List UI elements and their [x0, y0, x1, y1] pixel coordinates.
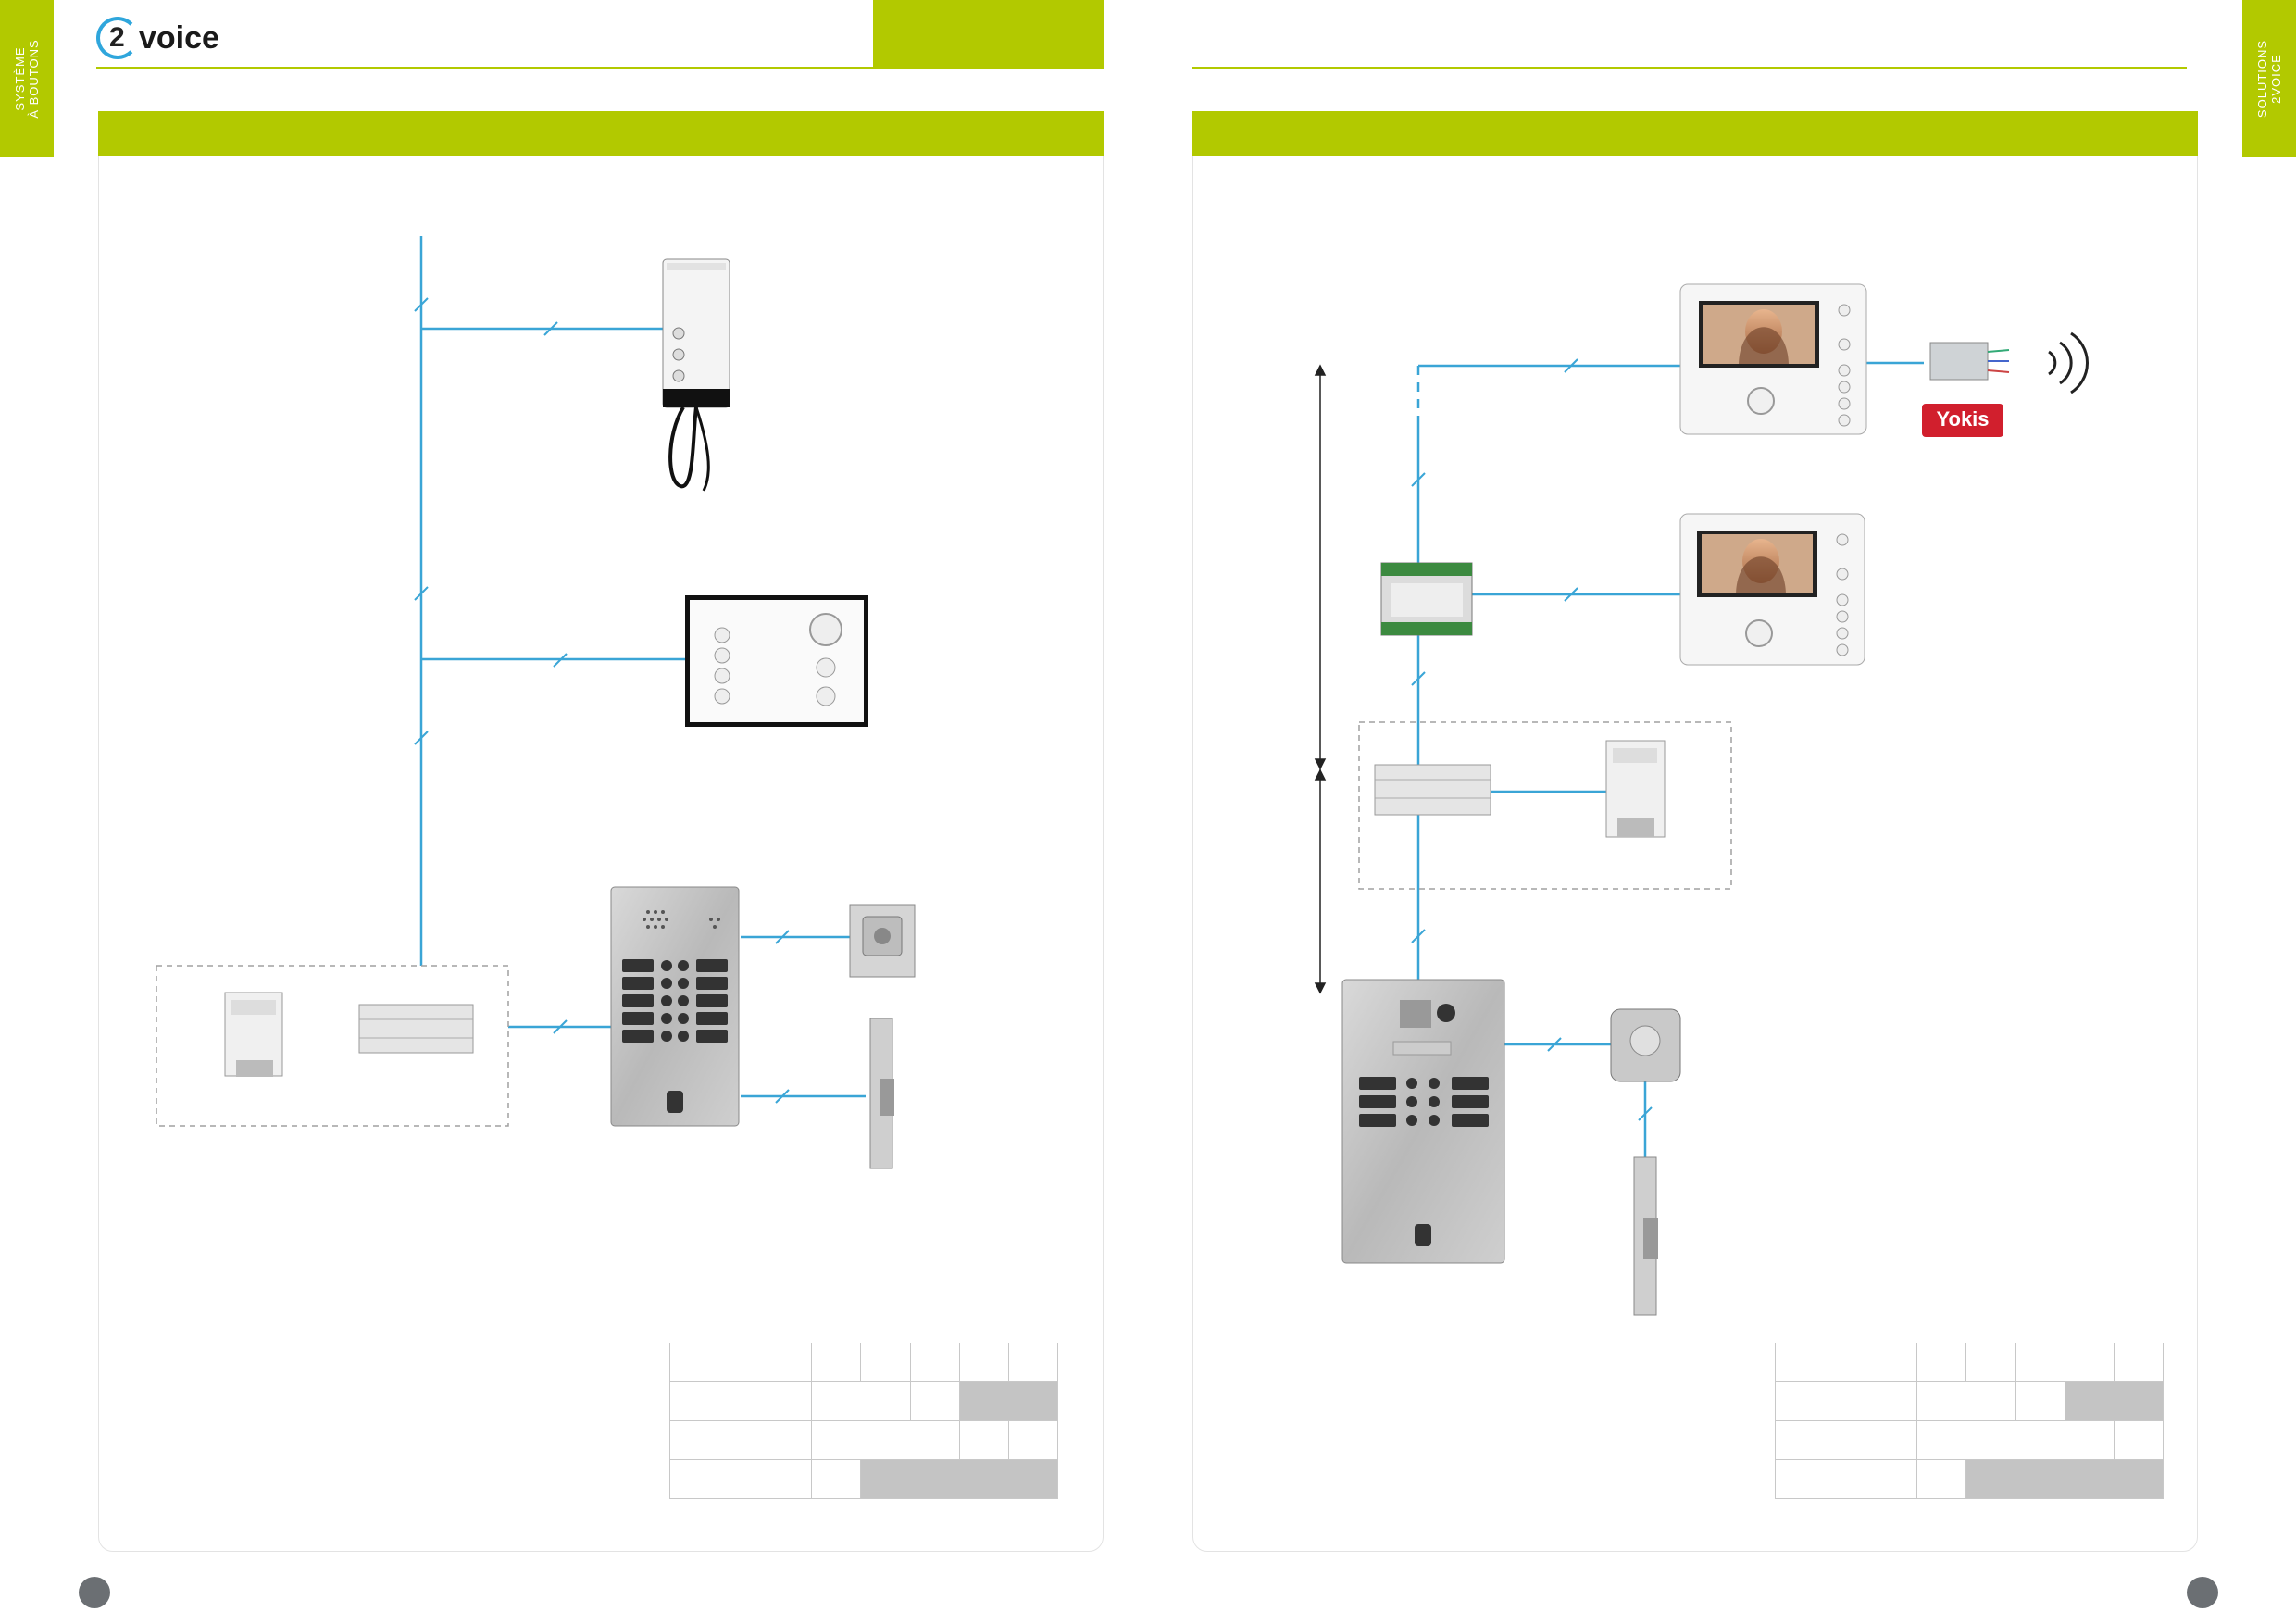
spec-cell [909, 1381, 960, 1421]
header-rule-left [96, 67, 1104, 69]
spec-cell [1965, 1343, 2016, 1382]
spec-cell [811, 1420, 960, 1460]
video-monitor-2 [1679, 513, 1866, 666]
spec-cell [811, 1343, 862, 1382]
spec-cell [1774, 1343, 1918, 1382]
spec-cell [1916, 1381, 2016, 1421]
page-dot-left [79, 1577, 110, 1608]
right-exit-button [1610, 1008, 1681, 1082]
header-green-block [873, 0, 1104, 69]
spec-cell [811, 1459, 862, 1499]
section-band-right [1192, 111, 2198, 156]
spec-cell [1916, 1343, 1967, 1382]
page-dot-right [2187, 1577, 2218, 1608]
side-tab-left: SYSTÈME À BOUTONS [0, 0, 54, 157]
spec-cell [2015, 1381, 2065, 1421]
right-outdoor-video-panel [1341, 979, 1505, 1264]
yokis-module [1922, 342, 2010, 437]
left-electric-strike [869, 1018, 894, 1169]
right-wire-ticks [1411, 358, 1653, 1121]
spec-cell [958, 1343, 1009, 1382]
header-rule-right [1192, 67, 2187, 69]
spec-cell [2064, 1420, 2115, 1460]
left-din-modules [224, 992, 474, 1077]
floor-distributor [1380, 562, 1473, 636]
left-outdoor-panel [610, 886, 740, 1127]
spec-cell [668, 1343, 813, 1382]
video-monitor-1 [1679, 283, 1867, 435]
right-din-modules [1374, 740, 1666, 838]
spec-cell [1774, 1459, 1918, 1499]
spec-cell [958, 1420, 1009, 1460]
spec-table-right [1774, 1343, 2165, 1499]
spec-cell [668, 1381, 813, 1421]
spec-cell-filled [2064, 1381, 2165, 1421]
left-wire-ticks [414, 297, 790, 1104]
spec-cell [811, 1381, 911, 1421]
spec-table-left [668, 1343, 1059, 1499]
spec-cell [2064, 1343, 2115, 1382]
content-card-left [98, 111, 1104, 1552]
spec-cell [1916, 1420, 2065, 1460]
right-wires [1416, 361, 1924, 1157]
yokis-logo-text: Yokis [1936, 407, 1990, 431]
wireless-signal-icon [2048, 331, 2089, 394]
spec-cell [1774, 1381, 1918, 1421]
spec-cell-filled [1965, 1459, 2164, 1499]
left-power-group-box [156, 965, 509, 1127]
logo-ring [96, 17, 139, 59]
spec-cell [668, 1459, 813, 1499]
spec-cell [2015, 1343, 2065, 1382]
spec-cell-filled [958, 1381, 1059, 1421]
spec-cell [860, 1343, 911, 1382]
spec-cell-filled [860, 1459, 1058, 1499]
logo-word: voice [139, 20, 219, 56]
spec-cell [1007, 1343, 1059, 1382]
right-power-group-box [1358, 721, 1732, 890]
distance-arrows [1314, 364, 1327, 994]
handset-intercom [662, 258, 730, 492]
spec-cell [1774, 1420, 1918, 1460]
side-tab-right: SOLUTIONS 2VOICE [2242, 0, 2296, 157]
spec-cell [1916, 1459, 1967, 1499]
handsfree-audio-unit [685, 595, 868, 727]
spec-cell [668, 1420, 813, 1460]
brand-logo: 2 voice [96, 15, 244, 67]
section-band-left [98, 111, 1104, 156]
left-exit-button [849, 904, 916, 978]
spec-cell [909, 1343, 960, 1382]
spec-cell [2113, 1420, 2165, 1460]
logo-digit: 2 [109, 22, 125, 53]
spec-cell [2113, 1343, 2165, 1382]
right-electric-strike [1633, 1156, 1658, 1316]
spec-cell [1007, 1420, 1059, 1460]
